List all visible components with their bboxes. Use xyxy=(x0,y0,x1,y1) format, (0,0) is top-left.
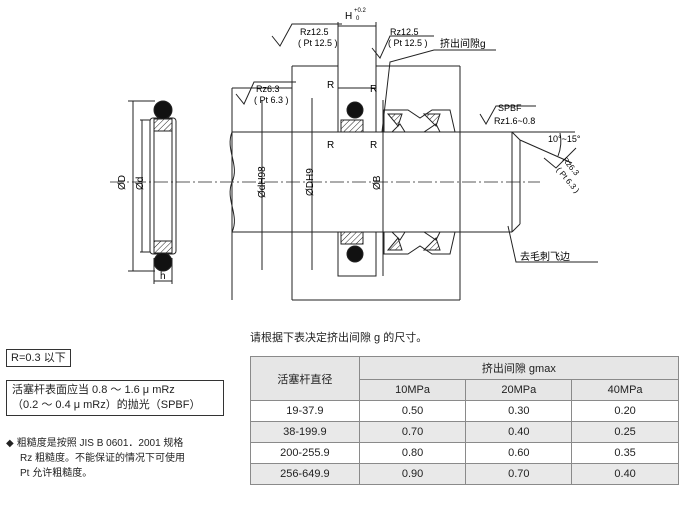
label-rz63-left: Rz6.3 xyxy=(256,84,280,94)
gap-value: 0.35 xyxy=(571,442,679,464)
surface-note-line2: （0.2 ～ 0.4 μ mRz）的抛光（SPBF） xyxy=(12,399,201,411)
r-note: R=0.3 以下 xyxy=(6,349,71,367)
label-H: H xyxy=(345,11,352,22)
table-row: 19-37.9 0.50 0.30 0.20 xyxy=(250,400,679,422)
label-H-tol-upper: +0.2 xyxy=(354,8,367,14)
label-H-tol-lower: 0 xyxy=(356,16,360,22)
roughness-symbols xyxy=(235,23,536,125)
col-header-rod-diameter: 活塞杆直径 xyxy=(250,356,360,401)
footnote-line2: Rz 粗糙度。不能保证的情况下可使用 xyxy=(20,453,185,464)
gap-value: 0.80 xyxy=(358,442,467,464)
label-r1: R xyxy=(327,80,334,91)
gap-value: 0.25 xyxy=(571,421,679,443)
label-deburr: 去毛刺飞边 xyxy=(520,251,570,263)
label-phi-B: ØB xyxy=(372,175,383,190)
gap-value: 0.20 xyxy=(571,400,679,422)
h-dimension xyxy=(337,22,377,88)
row-diameter: 38-199.9 xyxy=(250,421,360,443)
label-r2: R xyxy=(370,84,377,95)
surface-note: 活塞杆表面应当 0.8 ～ 1.6 μ mRz （0.2 ～ 0.4 μ mRz… xyxy=(6,380,224,416)
label-angle: 10°~15° xyxy=(548,134,581,144)
wiper-seal-top xyxy=(383,109,456,133)
label-h: h xyxy=(160,271,166,282)
gap-value: 0.90 xyxy=(358,463,467,485)
o-ring-bottom xyxy=(153,252,173,272)
label-phi-d: Ød xyxy=(135,177,146,190)
groove-seal-bottom xyxy=(340,231,364,263)
label-rz-range: Rz1.6~0.8 xyxy=(494,116,535,126)
gap-value: 0.70 xyxy=(465,463,573,485)
roughness-rz63-right: Rz6.3 ( Pt 6.3 ) xyxy=(543,147,581,195)
label-pt125-b: ( Pt 12.5 ) xyxy=(388,38,428,48)
table-row: 256-649.9 0.90 0.70 0.40 xyxy=(250,463,679,485)
row-diameter: 256-649.9 xyxy=(250,463,360,485)
roughness-footnote: ◆粗糙度是按照 JIS B 0601．2001 规格 Rz 粗糙度。不能保证的情… xyxy=(6,436,216,481)
gap-leader xyxy=(381,49,496,133)
table-instruction: 请根据下表决定挤出间隙 g 的尺寸。 xyxy=(250,332,428,344)
row-diameter: 200-255.9 xyxy=(250,442,360,464)
gap-value: 0.70 xyxy=(358,421,467,443)
table-row: 200-255.9 0.80 0.60 0.35 xyxy=(250,442,679,464)
footnote-line3: Pt 允许粗糙度。 xyxy=(20,468,93,479)
label-rz125-a: Rz12.5 xyxy=(300,27,329,37)
wiper-seal-bottom xyxy=(383,231,456,255)
col-header-gap-max: 挤出间隙 gmax xyxy=(358,356,680,380)
housing-outline xyxy=(229,65,521,301)
gap-value: 0.40 xyxy=(465,421,573,443)
col-header-pressure: 10MPa xyxy=(358,379,467,401)
gap-value: 0.40 xyxy=(571,463,679,485)
gap-value: 0.50 xyxy=(358,400,467,422)
label-phi-dH98: ØdH98 xyxy=(257,166,268,198)
gap-value: 0.30 xyxy=(465,400,573,422)
groove-seal-top xyxy=(340,101,364,133)
label-r3: R xyxy=(327,140,334,151)
seal-ring-view xyxy=(128,100,177,284)
label-phi-D: ØD xyxy=(117,175,128,190)
label-rz125-b: Rz12.5 xyxy=(390,27,419,37)
deburr-leader xyxy=(507,225,598,263)
surface-note-line1: 活塞杆表面应当 0.8 ～ 1.6 μ mRz xyxy=(12,384,175,396)
o-ring-top xyxy=(153,100,173,120)
diamond-bullet-icon: ◆ xyxy=(6,438,14,449)
extrusion-gap-table: 活塞杆直径 挤出间隙 gmax 10MPa 20MPa 40MPa 19-37.… xyxy=(250,356,680,485)
gap-value: 0.60 xyxy=(465,442,573,464)
table-row: 38-199.9 0.70 0.40 0.25 xyxy=(250,421,679,443)
label-pt125-a: ( Pt 12.5 ) xyxy=(298,38,338,48)
label-extrusion-gap: 挤出间隙g xyxy=(440,37,486,50)
label-phi-DH9: ØDH9 xyxy=(305,168,316,196)
chamfer-angle xyxy=(512,131,575,164)
label-r4: R xyxy=(370,140,377,151)
footnote-line1: 粗糙度是按照 JIS B 0601．2001 规格 xyxy=(16,438,184,449)
label-pt63-left: ( Pt 6.3 ) xyxy=(254,95,289,105)
col-header-pressure: 40MPa xyxy=(571,379,679,401)
col-header-pressure: 20MPa xyxy=(465,379,573,401)
label-spbf: SPBF xyxy=(498,103,522,113)
row-diameter: 19-37.9 xyxy=(250,400,360,422)
seal-groove-drawing: ØD Ød h xyxy=(110,8,598,301)
